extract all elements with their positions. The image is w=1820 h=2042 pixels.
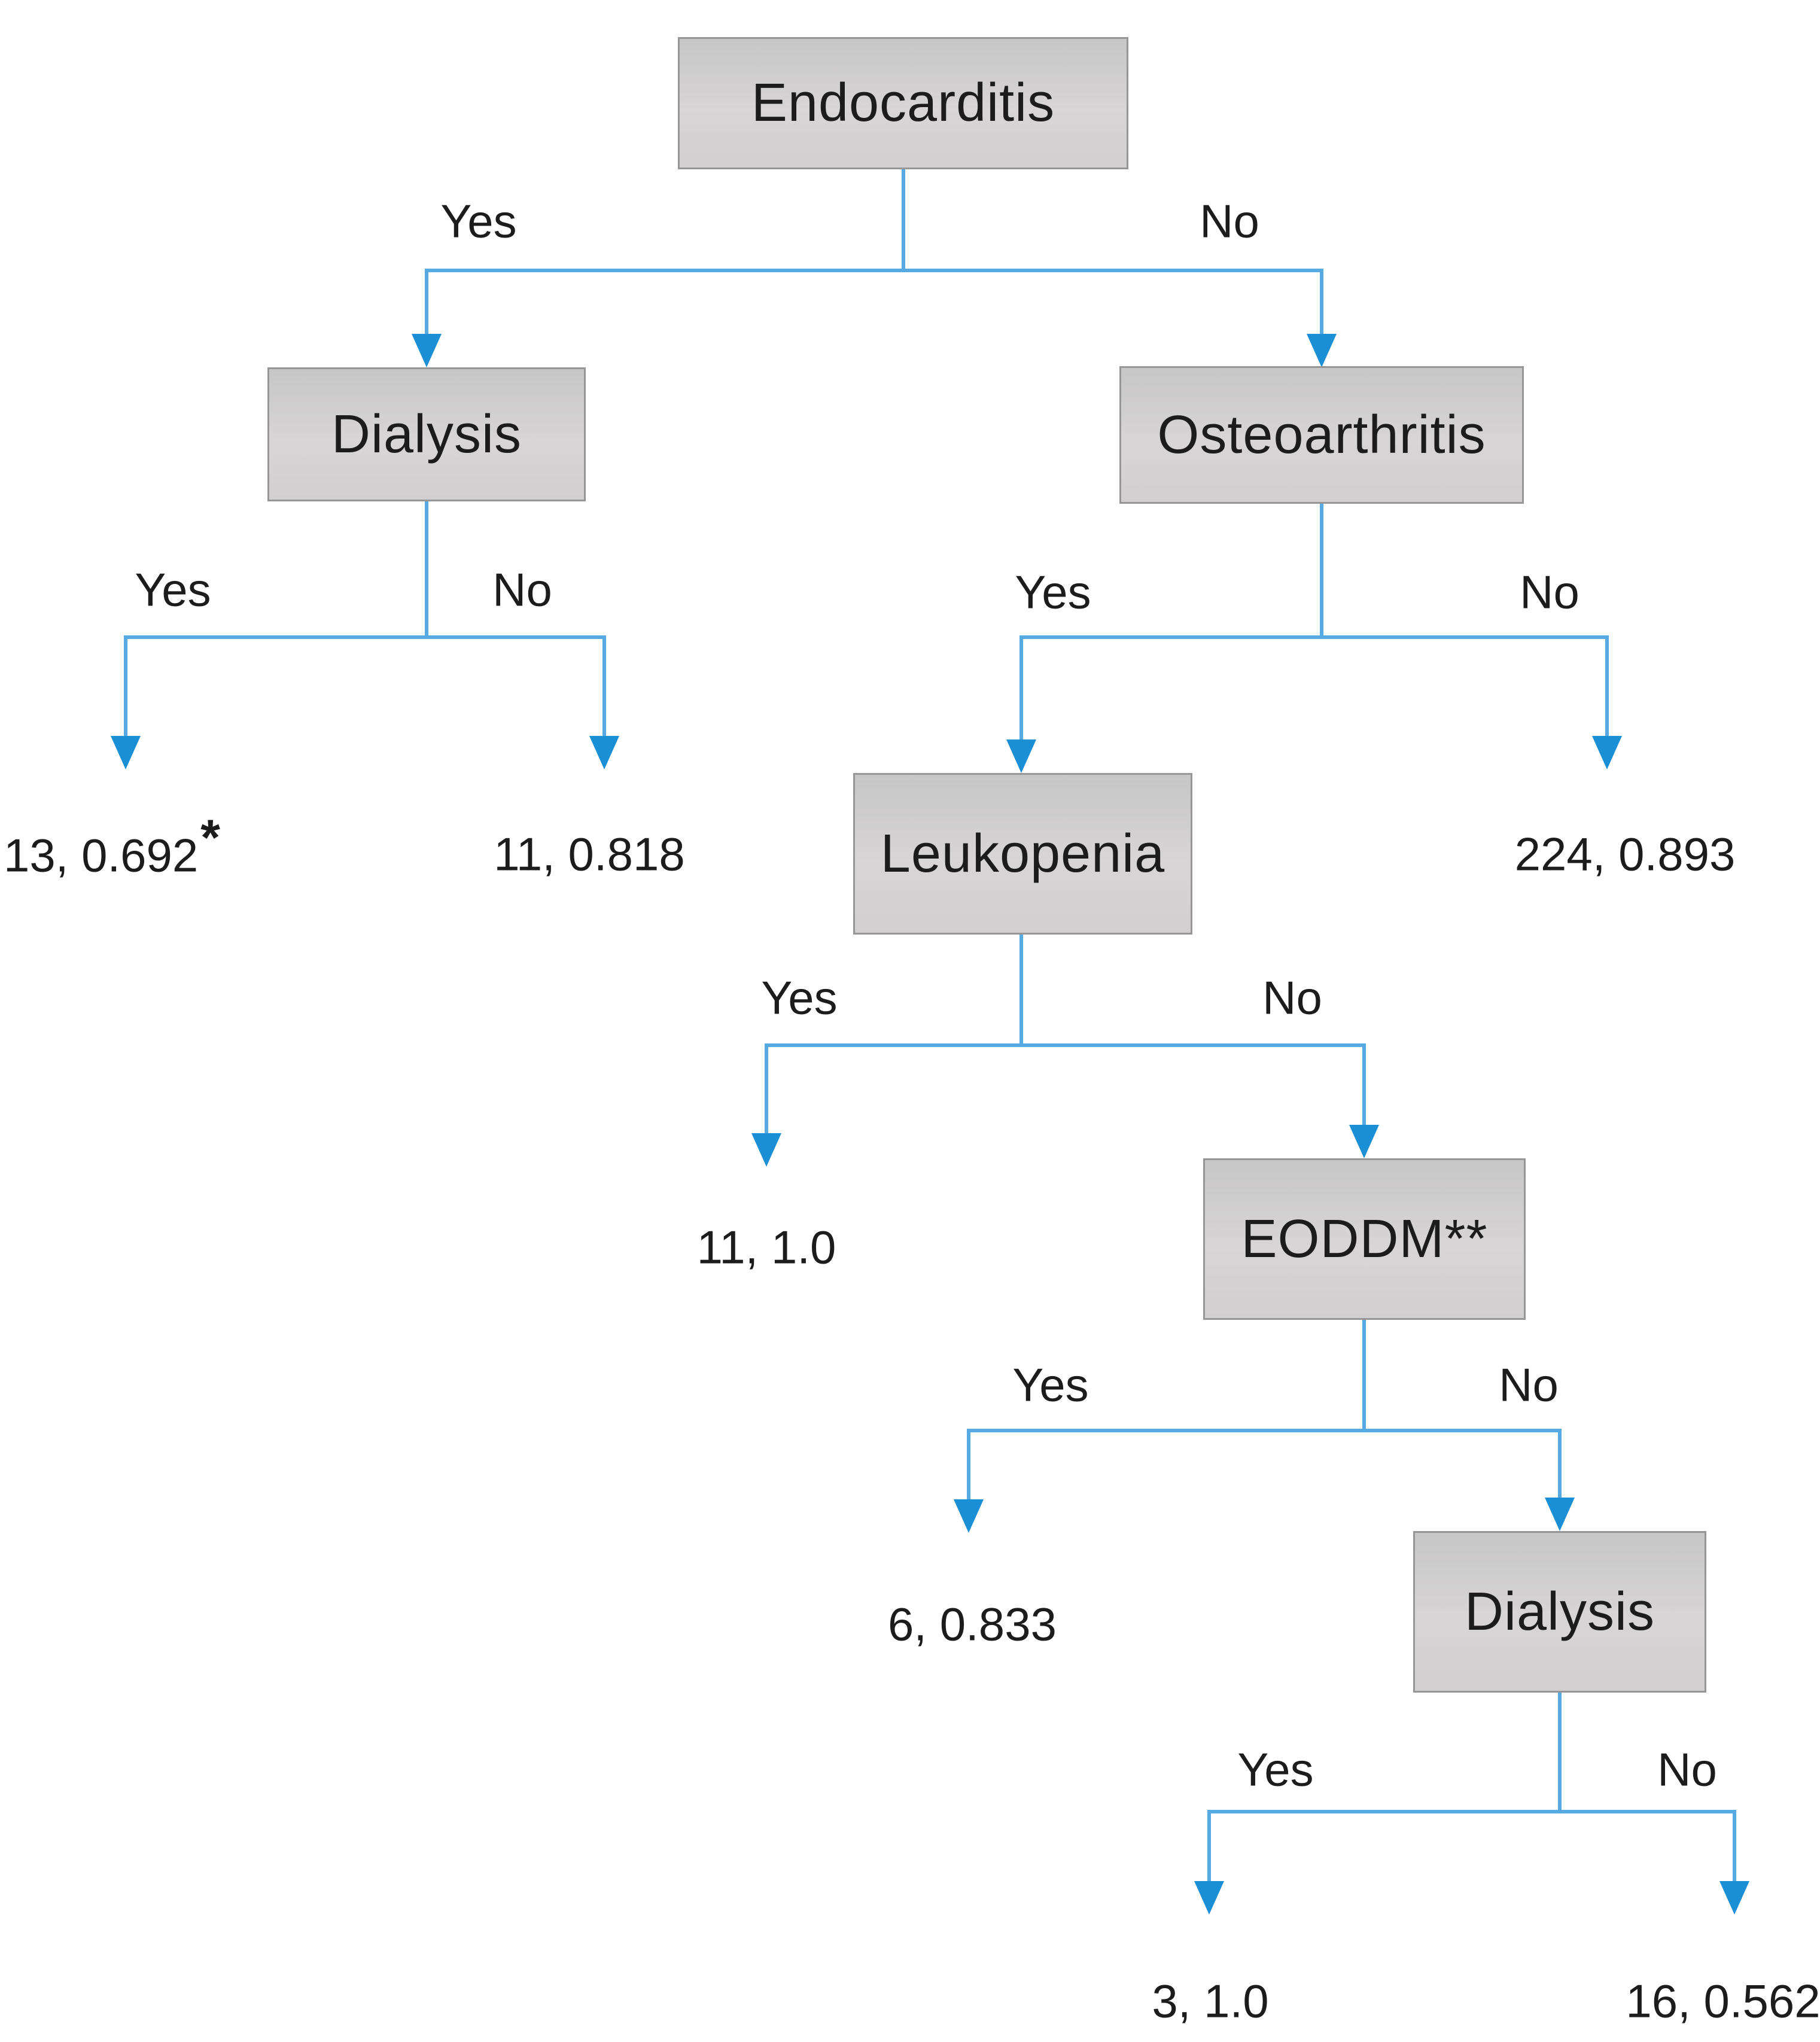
connector-osteoarthritis-split	[1019, 635, 1609, 639]
connector-leukopenia-yes-drop	[765, 1043, 768, 1137]
leaf-dialysis2-no: 16, 0.562	[1626, 1974, 1820, 2028]
arrowhead-to-leaf-osteoarthritis-no	[1592, 736, 1622, 769]
connector-eoddm-no-drop	[1558, 1429, 1562, 1501]
connector-osteoarthritis-no-drop	[1605, 635, 1609, 739]
node-eoddm: EODDM**	[1203, 1158, 1526, 1320]
connector-dialysis2-split	[1207, 1810, 1736, 1813]
connector-endocarditis-yes-drop	[425, 269, 428, 339]
branch-label-leukopenia-no: No	[1262, 971, 1322, 1024]
connector-dialysis2-stem	[1558, 1693, 1562, 1810]
connector-dialysis1-stem	[425, 501, 428, 635]
connector-leukopenia-no-drop	[1362, 1043, 1366, 1127]
branch-label-osteoarthritis-yes: Yes	[1015, 565, 1091, 619]
connector-eoddm-split	[967, 1429, 1562, 1432]
node-dialysis-2: Dialysis	[1413, 1531, 1706, 1693]
leaf-osteoarthritis-no: 224, 0.893	[1514, 827, 1736, 881]
arrowhead-to-leaf-dialysis1-no	[589, 736, 619, 769]
leaf-dialysis2-yes: 3, 1.0	[1152, 1974, 1269, 2028]
node-osteoarthritis-label: Osteoarthritis	[1157, 404, 1486, 465]
branch-label-leukopenia-yes: Yes	[761, 971, 838, 1024]
leaf-eoddm-yes: 6, 0.833	[888, 1597, 1057, 1651]
connector-osteoarthritis-stem	[1320, 504, 1323, 635]
connector-eoddm-yes-drop	[967, 1429, 970, 1503]
connector-leukopenia-stem	[1019, 935, 1023, 1043]
node-osteoarthritis: Osteoarthritis	[1119, 366, 1524, 504]
arrowhead-to-osteoarthritis	[1307, 334, 1337, 367]
connector-endocarditis-stem	[902, 169, 905, 270]
branch-label-endocarditis-yes: Yes	[440, 194, 517, 248]
leaf-dialysis1-yes-value: 13, 0.692	[4, 829, 199, 882]
branch-label-dialysis2-yes: Yes	[1237, 1743, 1314, 1796]
leaf-significance-marker: *	[200, 809, 220, 866]
connector-endocarditis-no-drop	[1320, 269, 1323, 339]
connector-dialysis1-split	[124, 635, 606, 639]
connector-osteoarthritis-yes-drop	[1019, 635, 1023, 742]
arrowhead-to-leaf-eoddm-yes	[954, 1499, 984, 1533]
node-dialysis-2-label: Dialysis	[1464, 1581, 1655, 1642]
node-leukopenia-label: Leukopenia	[880, 823, 1165, 884]
node-eoddm-label: EODDM**	[1241, 1209, 1488, 1269]
connector-leukopenia-split	[765, 1043, 1366, 1047]
node-endocarditis-label: Endocarditis	[751, 73, 1055, 133]
connector-eoddm-stem	[1362, 1320, 1366, 1429]
leaf-dialysis1-no: 11, 0.818	[494, 827, 685, 881]
branch-label-osteoarthritis-no: No	[1520, 565, 1579, 619]
arrowhead-to-leaf-dialysis2-no	[1719, 1881, 1749, 1915]
arrowhead-to-leaf-dialysis1-yes	[111, 736, 141, 769]
arrowhead-to-dialysis2	[1545, 1498, 1575, 1531]
connector-dialysis1-yes-drop	[124, 635, 127, 739]
branch-label-dialysis1-yes: Yes	[135, 563, 211, 616]
arrowhead-to-leaf-dialysis2-yes	[1194, 1881, 1224, 1915]
branch-label-dialysis2-no: No	[1657, 1743, 1717, 1796]
connector-dialysis2-yes-drop	[1207, 1810, 1211, 1883]
connector-level1-split	[425, 269, 1323, 272]
arrowhead-to-dialysis1	[412, 334, 442, 367]
leaf-leukopenia-yes: 11, 1.0	[696, 1221, 836, 1274]
node-leukopenia: Leukopenia	[853, 773, 1192, 935]
branch-label-dialysis1-no: No	[492, 563, 552, 616]
node-endocarditis: Endocarditis	[678, 37, 1128, 169]
node-dialysis-1: Dialysis	[267, 367, 586, 501]
arrowhead-to-leukopenia	[1006, 739, 1036, 773]
branch-label-eoddm-no: No	[1499, 1358, 1559, 1411]
connector-dialysis2-no-drop	[1733, 1810, 1736, 1883]
branch-label-eoddm-yes: Yes	[1012, 1358, 1089, 1411]
leaf-dialysis1-yes: 13, 0.692*	[4, 810, 220, 884]
arrowhead-to-eoddm	[1349, 1125, 1379, 1158]
node-dialysis-1-label: Dialysis	[331, 404, 522, 464]
branch-label-endocarditis-no: No	[1200, 194, 1259, 248]
connector-dialysis1-no-drop	[602, 635, 606, 739]
arrowhead-to-leaf-leukopenia-yes	[751, 1133, 781, 1167]
